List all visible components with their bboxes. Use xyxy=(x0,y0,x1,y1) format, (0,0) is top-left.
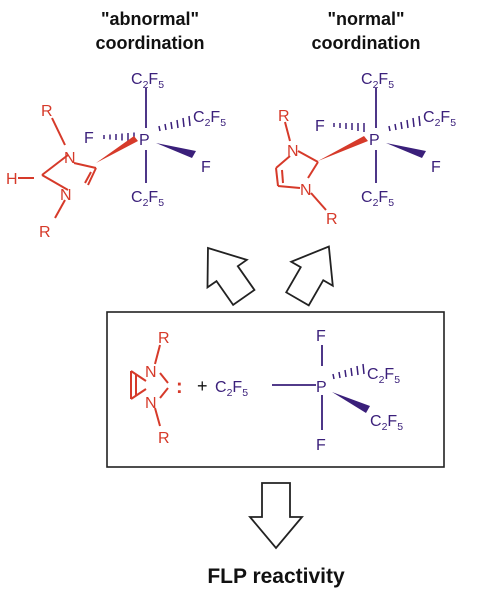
wedge-bond-c-p-right xyxy=(318,136,368,161)
abnormal-complex: P F F C2F5 C2F5 C2F5 N N R R H xyxy=(6,71,226,241)
wedge-bond-p-f-right-right xyxy=(386,143,426,158)
c2f5-top-label: C2F5 xyxy=(131,71,164,91)
atom-f-right-right: F xyxy=(431,159,441,176)
c2f5-bottom-label: C2F5 xyxy=(131,189,164,209)
plus-sign: + xyxy=(197,376,208,396)
reactant-p: P xyxy=(316,379,327,396)
ring-n-top-right: N xyxy=(287,143,299,160)
ring-h: H xyxy=(6,171,18,188)
reactants-box xyxy=(106,311,445,468)
c2f5-right-label-right: C2F5 xyxy=(423,109,456,129)
heading-normal-line1: "normal" xyxy=(327,9,404,29)
reactant-f-top: F xyxy=(316,328,326,345)
atom-f-left-right: F xyxy=(315,118,325,135)
hashed-bond-p-c2f5-right xyxy=(158,115,191,132)
ring-r-top-right: R xyxy=(278,108,290,125)
ring-n-bottom: N xyxy=(60,187,72,204)
reactant-c2f5-lower-right: C2F5 xyxy=(370,413,403,433)
c2f5-top-label-right: C2F5 xyxy=(361,71,394,91)
heading-abnormal-line2: coordination xyxy=(96,33,205,53)
flp-reactivity-title: FLP reactivity xyxy=(207,565,345,588)
reactant-f-bottom: F xyxy=(316,437,326,454)
ring-n-bottom-right: N xyxy=(300,182,312,199)
c2f5-right-label: C2F5 xyxy=(193,109,226,129)
c2f5-bottom-label-right: C2F5 xyxy=(361,189,394,209)
ring-r-bottom-right: R xyxy=(326,211,338,228)
reactant-c2f5-upper-right: C2F5 xyxy=(367,366,400,386)
carbene-lone-pair: : xyxy=(176,376,183,398)
atom-p-right: P xyxy=(369,132,380,149)
imidazole-ring-normal xyxy=(275,121,327,211)
arrow-down xyxy=(248,482,304,550)
carbene-r-bottom: R xyxy=(158,430,170,447)
normal-complex: P F F C2F5 C2F5 C2F5 N N R R xyxy=(275,71,456,228)
imidazole-ring-abnormal xyxy=(18,117,97,219)
hashed-bond-p-c2f5-right-right xyxy=(388,115,421,132)
arrow-up-right xyxy=(285,245,334,307)
carbene-n-bottom: N xyxy=(145,395,157,412)
hashed-bond-p-f-left xyxy=(103,132,135,142)
wedge-bond-p-f-right xyxy=(156,143,196,158)
hashed-bond-p-f-left-right xyxy=(333,123,365,132)
ring-n-top: N xyxy=(64,150,76,167)
reactant-c2f5-left: C2F5 xyxy=(215,379,248,399)
heading-abnormal-line1: "abnormal" xyxy=(101,9,199,29)
atom-f-left: F xyxy=(84,130,94,147)
atom-p: P xyxy=(139,132,150,149)
carbene-r-top: R xyxy=(158,330,170,347)
free-carbene xyxy=(130,344,169,427)
pf4-c2f5-reactant xyxy=(272,345,370,430)
arrow-up-left xyxy=(206,246,256,307)
ring-r-top: R xyxy=(41,103,53,120)
ring-r-bottom: R xyxy=(39,224,51,241)
heading-normal-line2: coordination xyxy=(312,33,421,53)
carbene-n-top: N xyxy=(145,364,157,381)
wedge-bond-c-p xyxy=(96,136,138,163)
atom-f-right: F xyxy=(201,159,211,176)
